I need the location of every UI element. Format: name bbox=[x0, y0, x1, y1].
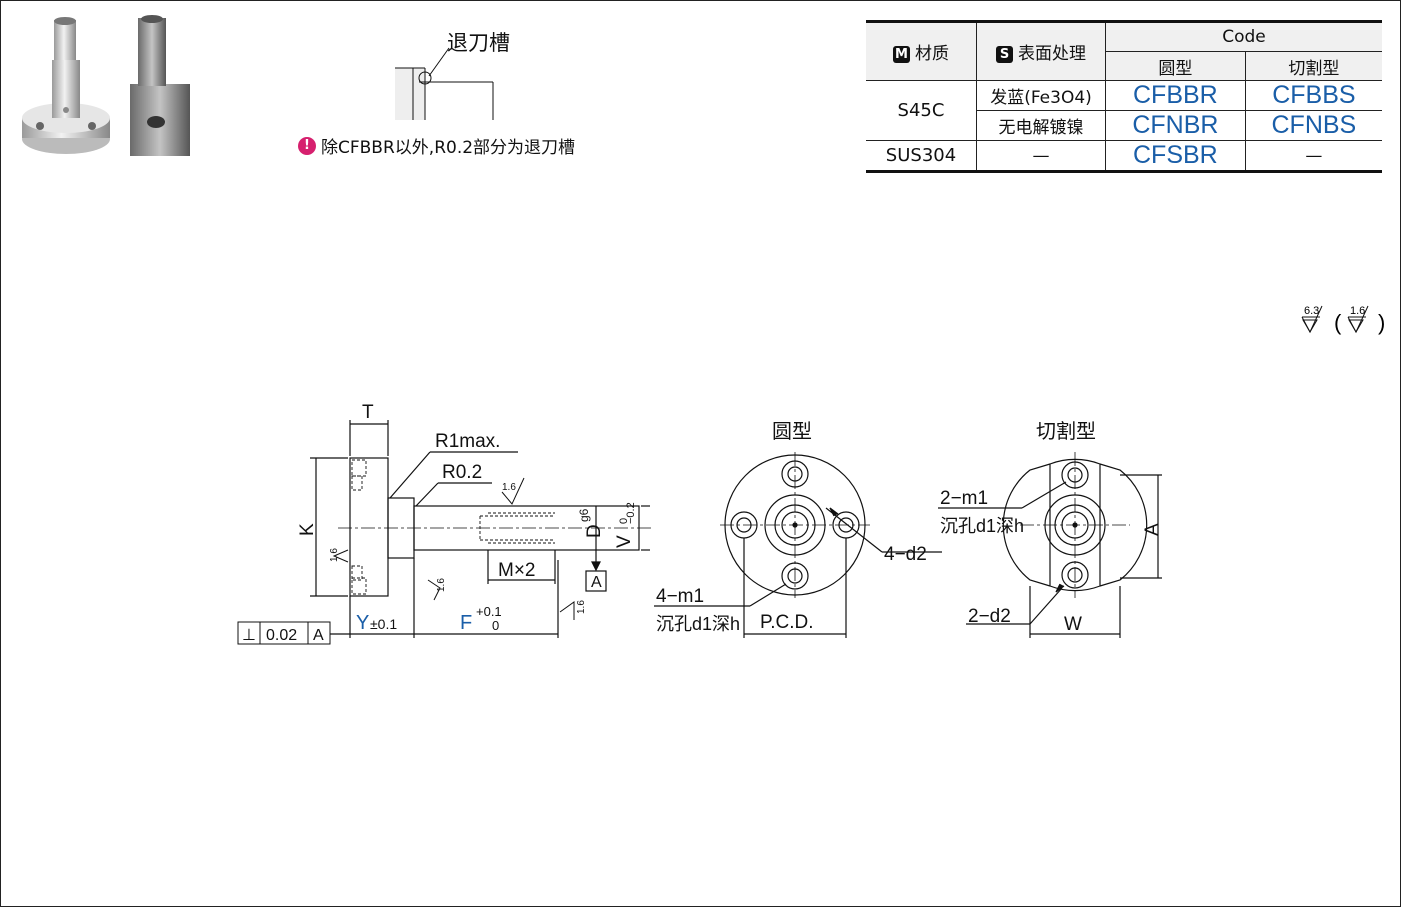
round-type-title: 圆型 bbox=[772, 420, 812, 443]
dim-Y: Y bbox=[356, 612, 369, 634]
material-cell: S45C bbox=[866, 80, 977, 141]
round-counterbore-label: 沉孔d1深h bbox=[656, 614, 740, 634]
cut-flange-photo bbox=[130, 15, 190, 156]
cut-A-label: A bbox=[1142, 523, 1163, 536]
round-flange-photo bbox=[22, 17, 110, 154]
groove-label: 退刀槽 bbox=[447, 32, 510, 55]
code-cell: CFNBS bbox=[1244, 110, 1382, 141]
code-cell: CFSBR bbox=[1105, 140, 1246, 173]
surface-cell: — bbox=[976, 140, 1106, 173]
cut-type-view: 切割型 2−m1 沉孔d1深h 2−d2 A W bbox=[938, 420, 1163, 638]
round-m1-label: 4−m1 bbox=[656, 586, 704, 607]
svg-text:1.6: 1.6 bbox=[329, 548, 340, 562]
svg-text:±0.1: ±0.1 bbox=[370, 616, 397, 632]
surface-roughness: 6.3 ( 1.6 ) bbox=[1301, 305, 1385, 335]
svg-text:+0.1: +0.1 bbox=[476, 604, 502, 619]
technical-drawing: T K 1.6 R1max. R0.2 1.6 D g6 V 0 −0.2 A … bbox=[237, 402, 1163, 645]
cut-W-label: W bbox=[1064, 614, 1082, 635]
svg-text:0: 0 bbox=[492, 618, 499, 633]
svg-text:): ) bbox=[1378, 310, 1385, 335]
cut-m1-label: 2−m1 bbox=[940, 488, 988, 509]
groove-note: ! 除CFBBR以外,R0.2部分为退刀槽 bbox=[298, 133, 575, 158]
code-cell: CFBBS bbox=[1244, 80, 1382, 111]
material-cell: SUS304 bbox=[866, 140, 977, 173]
surface-cell: 发蓝(Fe3O4) bbox=[976, 80, 1106, 111]
code-cell: — bbox=[1244, 140, 1382, 173]
svg-text:−0.2: −0.2 bbox=[625, 502, 637, 524]
dim-D: D bbox=[584, 524, 605, 538]
svg-text:0: 0 bbox=[618, 518, 630, 524]
relief-groove-detail: 退刀槽 bbox=[395, 32, 510, 120]
material-badge: M bbox=[893, 46, 910, 63]
svg-text:(: ( bbox=[1334, 310, 1342, 335]
dim-V: V bbox=[614, 535, 635, 548]
cut-d2-label: 2−d2 bbox=[968, 606, 1011, 627]
dim-R1max: R1max. bbox=[435, 431, 500, 452]
cut-header: 切割型 bbox=[1244, 51, 1382, 81]
dim-T: T bbox=[362, 402, 374, 423]
side-view: T K 1.6 R1max. R0.2 1.6 D g6 V 0 −0.2 A … bbox=[237, 402, 652, 645]
product-photo bbox=[22, 15, 190, 156]
round-type-view: 圆型 4−d2 4−m1 沉孔d1深h P.C.D. bbox=[654, 420, 942, 638]
code-cell: CFBBR bbox=[1105, 80, 1246, 111]
dim-K: K bbox=[297, 523, 318, 536]
perpendicularity-datum: A bbox=[313, 627, 324, 644]
exclamation-icon: ! bbox=[298, 136, 316, 155]
dim-F: F bbox=[460, 612, 472, 634]
surface-badge: S bbox=[996, 46, 1013, 63]
dim-R02: R0.2 bbox=[442, 462, 482, 483]
svg-text:1.6: 1.6 bbox=[576, 600, 587, 614]
svg-text:1.6: 1.6 bbox=[502, 482, 516, 493]
svg-text:g6: g6 bbox=[577, 508, 591, 522]
perpendicularity-symbol: ⊥ bbox=[242, 627, 256, 644]
roughness-other: 1.6 bbox=[1350, 305, 1365, 317]
note-text: 除CFBBR以外,R0.2部分为退刀槽 bbox=[321, 138, 576, 158]
perpendicularity-value: 0.02 bbox=[266, 627, 297, 644]
code-cell: CFNBR bbox=[1105, 110, 1246, 141]
datum-A: A bbox=[591, 574, 602, 591]
roughness-main: 6.3 bbox=[1304, 305, 1319, 317]
round-header: 圆型 bbox=[1105, 51, 1246, 81]
dim-MX2: M×2 bbox=[498, 560, 536, 581]
cut-counterbore-label: 沉孔d1深h bbox=[940, 516, 1024, 536]
surface-cell: 无电解镀镍 bbox=[976, 110, 1106, 141]
code-header: Code bbox=[1105, 20, 1382, 52]
svg-text:1.6: 1.6 bbox=[436, 578, 447, 592]
round-pcd-label: P.C.D. bbox=[760, 612, 814, 633]
round-d2-label: 4−d2 bbox=[884, 544, 927, 565]
cut-type-title: 切割型 bbox=[1036, 420, 1096, 443]
